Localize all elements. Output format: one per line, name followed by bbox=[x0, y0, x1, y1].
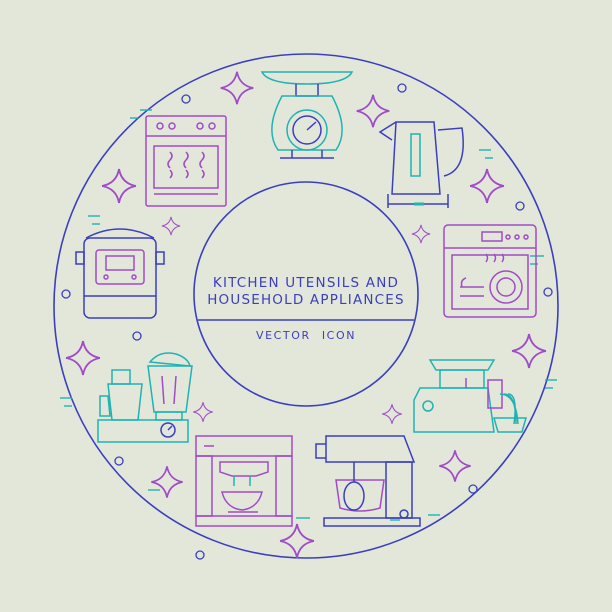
gas-stove-icon bbox=[145, 115, 227, 207]
kitchen-scale-icon bbox=[260, 71, 354, 159]
outer-ring bbox=[53, 53, 559, 559]
multicooker-icon bbox=[75, 228, 165, 319]
coffee-machine-icon bbox=[195, 435, 293, 527]
decor-dashes bbox=[60, 109, 557, 521]
subtitle: VECTOR ICON bbox=[255, 329, 357, 342]
food-processor-icon bbox=[97, 352, 193, 443]
inner-ring bbox=[193, 181, 419, 407]
title-line-1: KITCHEN UTENSILS AND bbox=[212, 275, 400, 291]
dishwasher-icon bbox=[443, 224, 537, 318]
meat-grinder-icon bbox=[413, 359, 527, 433]
title-line-2: HOUSEHOLD APPLIANCES bbox=[207, 292, 405, 308]
decor-dots bbox=[61, 83, 553, 560]
electric-kettle-icon bbox=[378, 121, 464, 208]
stand-mixer-icon bbox=[315, 435, 421, 527]
